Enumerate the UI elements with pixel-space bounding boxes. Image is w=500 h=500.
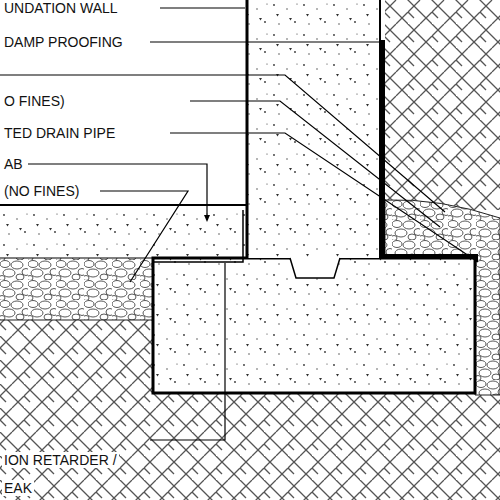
part-label: EAK <box>2 480 34 496</box>
part-label: ION RETARDER / <box>2 452 119 468</box>
part-label: TED DRAIN PIPE <box>2 125 117 141</box>
part-label: O FINES) <box>2 93 67 109</box>
part-label: (NO FINES) <box>2 183 81 199</box>
part-label: DAMP PROOFING <box>2 34 125 50</box>
part-label: UNDATION WALL <box>2 0 120 16</box>
part-label: AB <box>2 156 25 172</box>
